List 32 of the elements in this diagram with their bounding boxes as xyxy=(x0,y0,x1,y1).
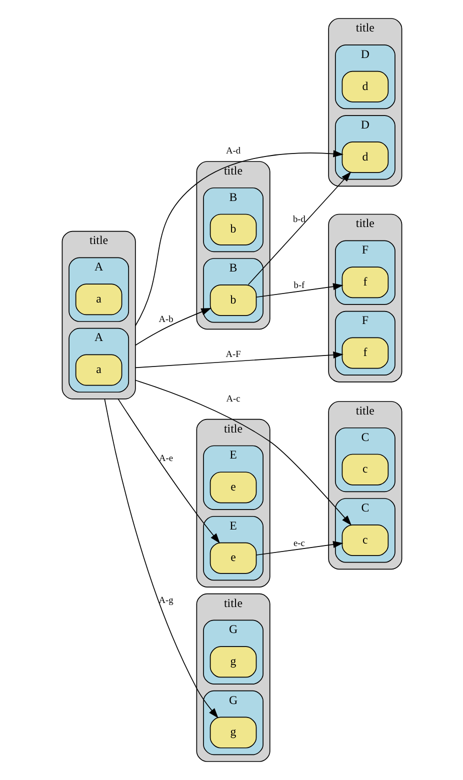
node-box: f xyxy=(341,266,388,298)
node-box: c xyxy=(341,454,388,486)
edge-label: A-b xyxy=(158,315,173,326)
edge-label: e-c xyxy=(293,539,304,549)
arrow xyxy=(247,172,351,286)
node-box: g xyxy=(209,716,256,748)
arrow xyxy=(134,380,352,526)
arrow xyxy=(134,351,343,368)
edge-label: A-e xyxy=(158,454,173,464)
node-box: f xyxy=(341,337,388,369)
edge-label: b-f xyxy=(293,281,304,292)
edge-label: A-F xyxy=(225,350,240,360)
node-box: d xyxy=(341,70,388,102)
arrow xyxy=(104,398,218,718)
node-box: a xyxy=(74,284,122,316)
node-box: a xyxy=(74,354,122,386)
edge-label: A-g xyxy=(158,596,173,606)
arrow xyxy=(134,150,343,326)
node-box: d xyxy=(341,141,388,173)
edge-label: A-d xyxy=(225,146,240,157)
edge-label: b-d xyxy=(292,214,305,225)
node-box: b xyxy=(209,214,256,246)
node-box: e xyxy=(209,472,256,504)
arrow xyxy=(117,398,220,544)
node-box: b xyxy=(209,284,256,316)
node-box: c xyxy=(341,524,388,556)
arrow xyxy=(134,308,211,346)
arrow xyxy=(256,540,343,556)
edge-label: A-c xyxy=(226,394,240,404)
arrow xyxy=(256,283,343,298)
node-box: g xyxy=(209,646,256,678)
node-box: e xyxy=(209,542,256,574)
